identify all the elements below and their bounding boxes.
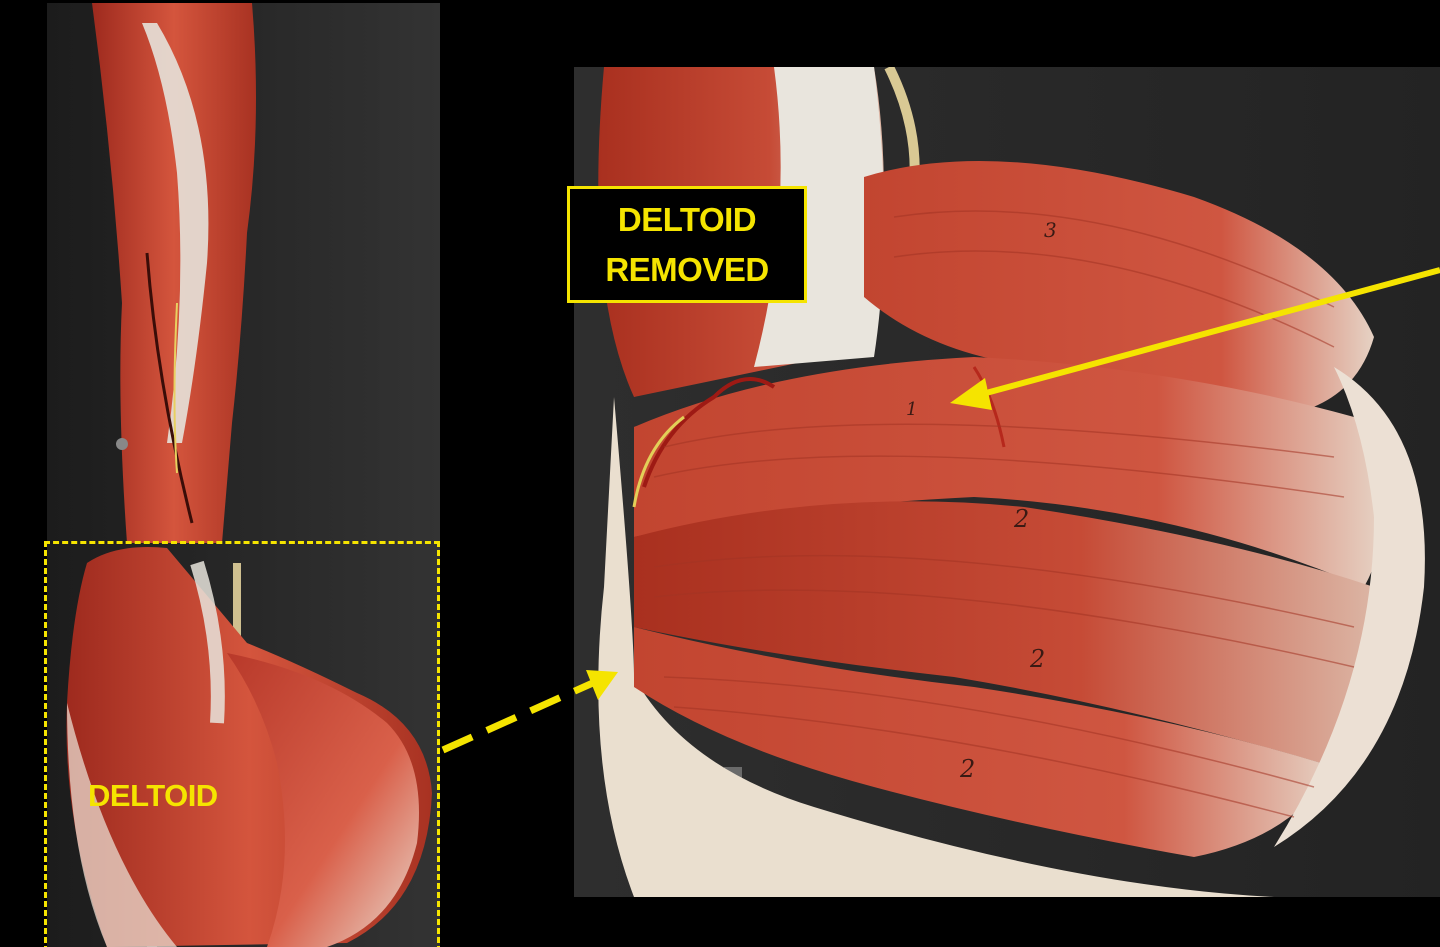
svg-text:3: 3 — [1044, 218, 1057, 242]
svg-text:1: 1 — [906, 399, 917, 420]
deltoid-removed-label-line2: REMOVED — [605, 250, 769, 288]
zoom-region-box — [44, 541, 440, 947]
svg-text:2: 2 — [1029, 645, 1045, 673]
svg-text:2: 2 — [1013, 505, 1029, 533]
arm-model-photo-full — [47, 3, 440, 947]
deltoid-removed-label-line1: DELTOID — [617, 200, 757, 238]
deltoid-label: DELTOID — [88, 778, 218, 813]
svg-text:2: 2 — [959, 755, 975, 783]
deltoid-removed-label: DELTOID REMOVED — [567, 186, 807, 303]
